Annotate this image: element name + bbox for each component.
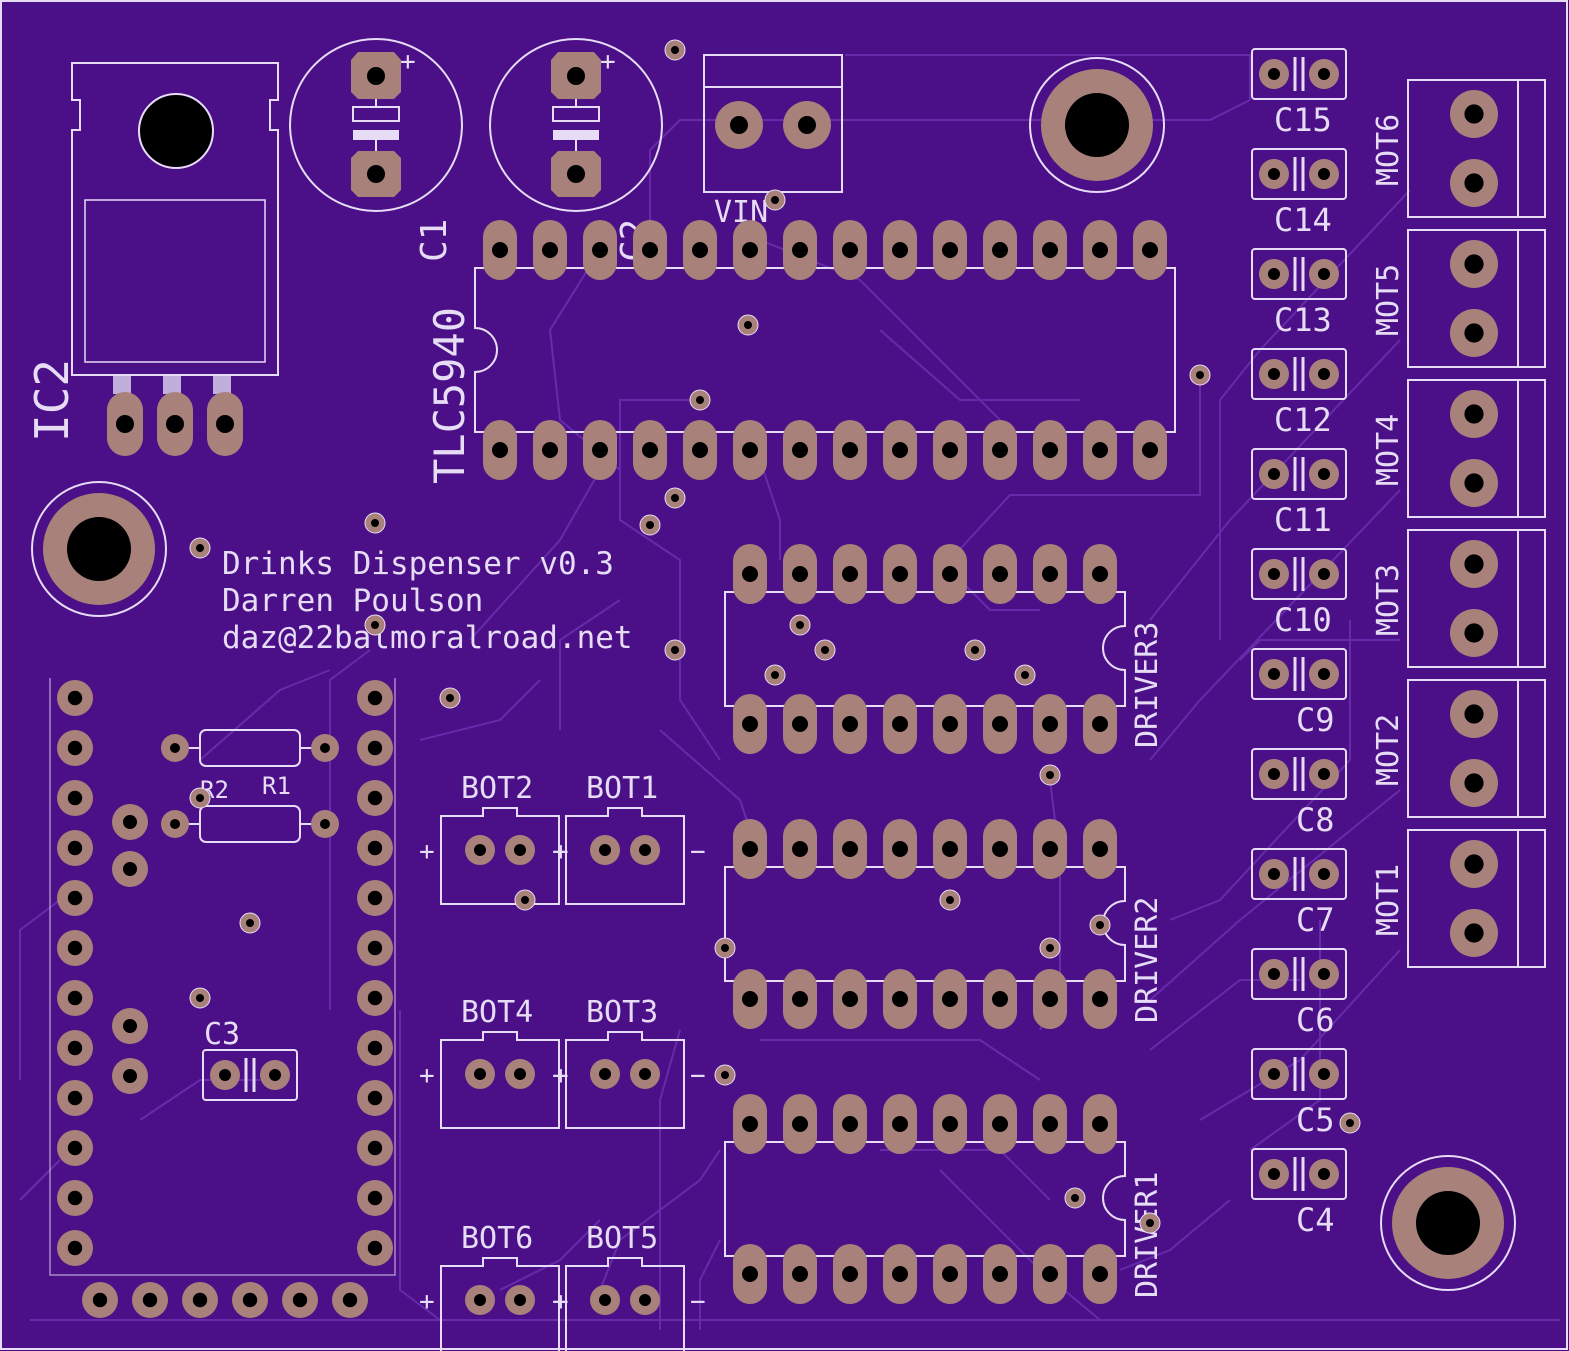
motor-mot4: MOT4: [1371, 379, 1546, 518]
capacitor-c12: C12: [1251, 348, 1347, 439]
bot4-connector: BOT4 + +: [419, 995, 569, 1129]
bot3-connector-label: BOT3: [586, 995, 658, 1030]
motor-mot6: MOT6: [1371, 79, 1546, 218]
capacitor-c13: C13: [1251, 248, 1347, 339]
capacitor-c14: C14: [1251, 148, 1347, 239]
capacitor-c8: C8: [1251, 748, 1347, 839]
bot6-connector-plus: +: [553, 1287, 569, 1317]
bot1-connector-minus: −: [552, 837, 568, 867]
bot2-connector-label: BOT2: [461, 771, 533, 806]
bot5-connector-minus: −: [690, 1287, 706, 1317]
tlc5940-pins: [483, 220, 1167, 480]
motor-mot3-label: MOT3: [1371, 564, 1406, 636]
capacitor-c14-label: C14: [1274, 201, 1332, 239]
motor-mot2: MOT2: [1371, 679, 1546, 818]
mounting-hole-top: [1029, 57, 1165, 193]
bot6-connector-label: BOT6: [461, 1221, 533, 1256]
r1-label: R1: [262, 772, 291, 800]
credit-email: daz@22balmoralroad.net: [222, 620, 633, 656]
c2-plus-label: +: [600, 47, 616, 77]
bot5-connector: BOT5 − −: [552, 1221, 706, 1351]
ic2-label: IC2: [25, 359, 79, 442]
c1-label: C1: [414, 219, 455, 262]
bot1-connector-label: BOT1: [586, 771, 658, 806]
capacitor-c9-label: C9: [1296, 701, 1335, 739]
resistor-r1: R1: [161, 772, 339, 843]
capacitor-c13-label: C13: [1274, 301, 1332, 339]
bot4-connector-plus: +: [419, 1061, 435, 1091]
capacitor-c6: C6: [1251, 948, 1347, 1039]
capacitor-c3: C3: [202, 1017, 298, 1101]
driver1-chip-label: DRIVER1: [1130, 1172, 1165, 1298]
crystal-pads: [112, 804, 148, 1094]
motor-mot4-label: MOT4: [1371, 414, 1406, 486]
capacitor-c5: C5: [1251, 1048, 1347, 1139]
driver2-chip-label: DRIVER2: [1130, 897, 1165, 1023]
bot6-connector: BOT6 + +: [419, 1221, 569, 1351]
driver2-chip: DRIVER2: [724, 819, 1165, 1029]
motor-mot1: MOT1: [1371, 829, 1546, 968]
motor-mot1-label: MOT1: [1371, 864, 1406, 936]
bot2-connector: BOT2 + +: [419, 771, 569, 905]
capacitor-c6-label: C6: [1296, 1001, 1335, 1039]
capacitor-c11-label: C11: [1274, 501, 1332, 539]
arduino-header: [49, 678, 396, 1318]
driver3-chip: DRIVER3: [724, 544, 1165, 754]
capacitor-c11: C11: [1251, 448, 1347, 539]
vin-terminal: VIN: [703, 54, 843, 230]
mounting-holes: [31, 57, 1516, 1291]
motor-mot2-label: MOT2: [1371, 714, 1406, 786]
capacitor-c4-label: C4: [1296, 1201, 1335, 1239]
motor-mot5-label: MOT5: [1371, 264, 1406, 336]
bot4-connector-label: BOT4: [461, 995, 533, 1030]
c1-plus-label: +: [400, 47, 416, 77]
capacitor-c4: C4: [1251, 1148, 1347, 1239]
bottle-connectors: BOT2 + + BOT1 − − BOT4 + + BOT3 − − BOT6 + + BOT5 − −: [419, 771, 706, 1351]
driver3-chip-label: DRIVER3: [1130, 622, 1165, 748]
credit-title: Drinks Dispenser v0.3: [222, 546, 614, 582]
board-credits: Drinks Dispenser v0.3 Darren Poulson daz…: [222, 546, 633, 656]
bot3-connector: BOT3 − −: [552, 995, 706, 1129]
tlc5940-chip: TLC5940: [425, 220, 1176, 484]
bot3-connector-minus: −: [690, 1061, 706, 1091]
tlc5940-label: TLC5940: [425, 307, 474, 484]
bot1-connector-minus: −: [690, 837, 706, 867]
bot5-connector-minus: −: [552, 1287, 568, 1317]
bot2-connector-plus: +: [553, 837, 569, 867]
capacitor-c12-label: C12: [1274, 401, 1332, 439]
bot5-connector-label: BOT5: [586, 1221, 658, 1256]
capacitor-c5-label: C5: [1296, 1101, 1335, 1139]
bot1-connector: BOT1 − −: [552, 771, 706, 905]
capacitor-c15-label: C15: [1274, 101, 1332, 139]
capacitor-c7: C7: [1251, 848, 1347, 939]
motor-mot5: MOT5: [1371, 229, 1546, 368]
mounting-hole-left: [31, 481, 167, 617]
bot2-connector-plus: +: [419, 837, 435, 867]
driver1-chip: DRIVER1: [724, 1094, 1165, 1304]
mounting-hole-bottom: [1380, 1155, 1516, 1291]
credit-author: Darren Poulson: [222, 583, 483, 619]
bot6-connector-plus: +: [419, 1287, 435, 1317]
motor-mot3: MOT3: [1371, 529, 1546, 668]
c3-label: C3: [204, 1017, 240, 1052]
capacitor-c10-label: C10: [1274, 601, 1332, 639]
capacitor-c8-label: C8: [1296, 801, 1335, 839]
capacitor-c9: C9: [1251, 648, 1347, 739]
ic2-regulator: IC2: [25, 62, 279, 456]
motor-mot6-label: MOT6: [1371, 114, 1406, 186]
capacitor-c15: C15: [1251, 48, 1347, 139]
vias: [189, 39, 1361, 1234]
capacitor-c10: C10: [1251, 548, 1347, 639]
bot4-connector-plus: +: [553, 1061, 569, 1091]
bot3-connector-minus: −: [552, 1061, 568, 1091]
capacitor-c1: + C1: [289, 38, 463, 262]
capacitor-c7-label: C7: [1296, 901, 1335, 939]
